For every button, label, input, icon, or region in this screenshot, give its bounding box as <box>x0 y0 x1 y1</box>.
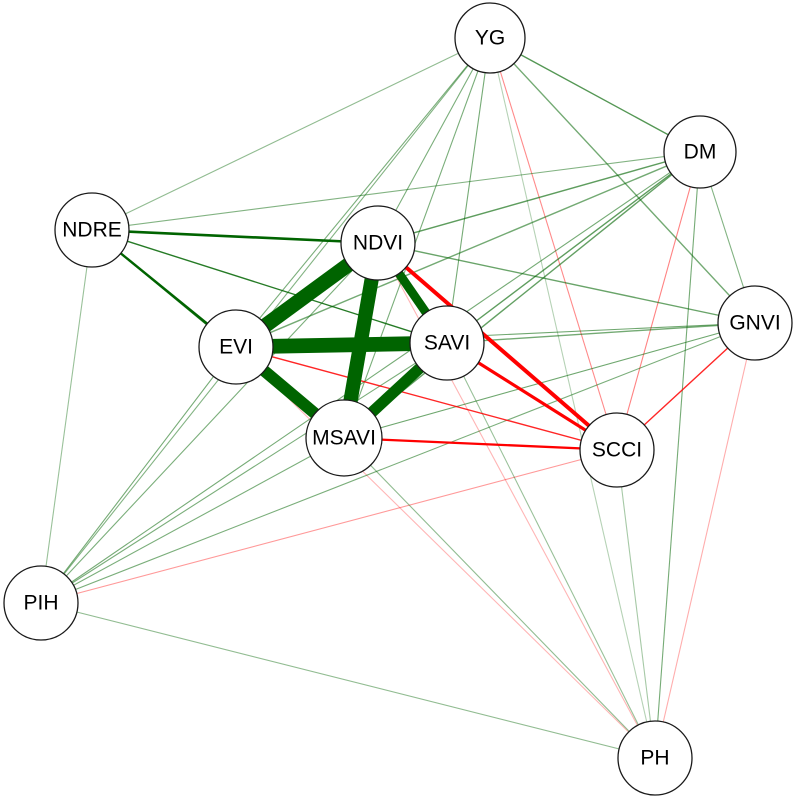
node-ndre-label: NDRE <box>62 219 122 242</box>
node-gnvi-label: GNVI <box>729 312 780 335</box>
edge-ndvi-scci <box>376 241 619 452</box>
node-pih[interactable]: PIH <box>3 565 79 641</box>
edge-yg-evi <box>235 37 491 348</box>
node-scci-label: SCCI <box>592 439 642 462</box>
node-ndre-circle <box>54 192 130 268</box>
edge-ndre-ndvi <box>91 228 379 245</box>
node-ndvi-circle <box>340 205 416 281</box>
edge-gnvi-ph <box>654 322 756 759</box>
node-scci[interactable]: SCCI <box>579 412 655 488</box>
node-dm-label: DM <box>684 141 717 164</box>
node-savi-circle <box>409 305 485 381</box>
edge-ph-scci <box>616 449 656 759</box>
node-evi-label: EVI <box>219 336 253 359</box>
node-layer: YG DM NDRE NDVI GNVI EVI SAVI MSAVI <box>3 2 793 796</box>
edge-yg-scci <box>489 37 618 451</box>
edge-pih-ndre <box>40 229 93 604</box>
edge-yg-gnvi <box>489 37 756 324</box>
node-ph-label: PH <box>640 747 669 770</box>
edge-pih-scci <box>40 449 618 604</box>
edge-dm-ndre <box>91 151 701 231</box>
edge-pih-msavi <box>40 437 345 604</box>
node-savi-label: SAVI <box>424 332 470 355</box>
edge-gnvi-ndvi <box>377 242 756 324</box>
node-pih-circle <box>3 565 79 641</box>
node-yg-circle <box>454 2 526 74</box>
node-scci-circle <box>579 412 655 488</box>
node-evi[interactable]: EVI <box>198 309 274 385</box>
node-yg-label: YG <box>475 27 505 50</box>
edge-dm-ph <box>654 151 701 759</box>
node-dm[interactable]: DM <box>663 115 737 189</box>
edge-gnvi-savi <box>446 322 756 344</box>
edge-gnvi-msavi <box>343 322 756 439</box>
node-pih-label: PIH <box>23 592 58 615</box>
edge-yg-ph <box>489 37 656 759</box>
edge-ph-savi <box>446 342 656 759</box>
node-yg[interactable]: YG <box>454 2 526 74</box>
edge-dm-evi <box>235 151 701 348</box>
edge-yg-ndvi <box>377 37 491 244</box>
node-msavi[interactable]: MSAVI <box>305 399 383 477</box>
node-msavi-circle <box>305 399 383 477</box>
node-gnvi[interactable]: GNVI <box>717 285 793 361</box>
node-evi-circle <box>198 309 274 385</box>
edge-ph-evi <box>235 346 656 759</box>
node-savi[interactable]: SAVI <box>409 305 485 381</box>
node-ph-circle <box>617 720 693 796</box>
node-ph[interactable]: PH <box>617 720 693 796</box>
edge-ph-msavi <box>343 437 656 759</box>
node-msavi-label: MSAVI <box>312 427 376 450</box>
edge-dm-ndvi <box>377 151 701 244</box>
edge-yg-ndre <box>91 37 491 231</box>
edge-ndre-savi <box>91 229 448 344</box>
edge-yg-savi <box>446 37 491 344</box>
edge-dm-pih <box>40 151 701 604</box>
edge-layer <box>40 37 756 759</box>
node-dm-circle <box>663 115 737 189</box>
edge-yg-dm <box>489 37 701 153</box>
node-gnvi-circle <box>717 285 793 361</box>
node-ndvi[interactable]: NDVI <box>340 205 416 281</box>
edge-evi-scci <box>235 346 618 451</box>
edge-pih-ph <box>40 602 656 759</box>
node-ndre[interactable]: NDRE <box>54 192 130 268</box>
edge-msavi-scci <box>343 436 618 452</box>
edge-gnvi-pih <box>40 322 756 604</box>
edge-dm-scci <box>616 151 701 451</box>
edge-pih-evi <box>40 346 237 604</box>
edge-yg-msavi <box>343 37 491 439</box>
edge-dm-savi <box>446 151 701 344</box>
node-ndvi-label: NDVI <box>353 232 403 255</box>
